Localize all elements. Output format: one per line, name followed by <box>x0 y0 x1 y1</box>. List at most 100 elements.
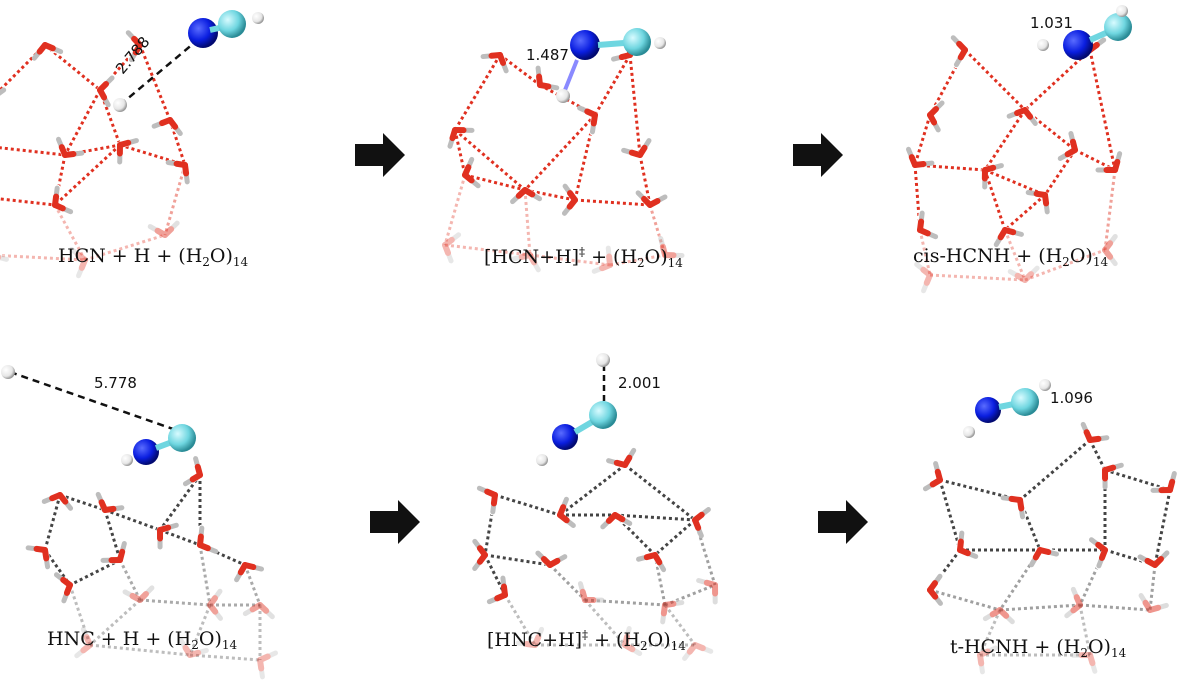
hydrogen-bond <box>693 519 717 586</box>
hydrogen-bond <box>139 598 211 607</box>
hydrogen-bond <box>159 528 201 547</box>
oxygen-half-bond <box>920 266 933 278</box>
oh-bond-halo <box>976 644 1000 659</box>
oxygen-half-bond <box>977 648 991 658</box>
hydrogen-bond <box>69 558 121 587</box>
oh-bond <box>1007 269 1028 283</box>
water-molecule <box>1136 550 1170 569</box>
oh-bond-halo <box>75 256 89 280</box>
oxygen-half-bond <box>75 251 88 263</box>
water-molecule <box>1063 586 1084 620</box>
oxygen-half-bond <box>659 243 668 258</box>
hydrogen-atom <box>654 37 666 49</box>
hydrogen-atom <box>1037 39 1049 51</box>
oxygen-half-bond <box>33 545 48 553</box>
oxygen-half-bond <box>257 602 270 614</box>
oh-bond <box>257 650 279 663</box>
oh-bond <box>137 585 155 603</box>
water-molecule <box>206 587 224 621</box>
oxygen-half-bond <box>462 172 475 184</box>
hydrogen-bond <box>503 594 537 646</box>
water-molecule <box>476 485 499 516</box>
water-molecule <box>620 138 652 159</box>
reaction-arrow-4 <box>818 500 868 544</box>
hydrogen-bond <box>1104 468 1171 492</box>
oxygen-half-bond <box>52 202 66 212</box>
nitrogen-atom <box>1063 30 1093 60</box>
water-molecule <box>73 626 94 660</box>
oh-bond <box>515 640 538 648</box>
oxygen-half-bond <box>1095 541 1108 553</box>
carbon-atom <box>168 424 196 452</box>
oh-bond <box>692 642 714 654</box>
oh-bond <box>921 272 933 294</box>
oxygen-half-bond <box>117 548 126 563</box>
water-molecule <box>657 235 685 259</box>
oh-bond <box>510 252 533 262</box>
hydrogen-bond <box>1148 564 1157 611</box>
panel-2-label: [HCN+H]‡ + (H2O)14 <box>484 245 683 270</box>
oh-bond-halo <box>206 587 224 609</box>
hydrogen-bond <box>68 584 92 646</box>
hydrogen-bond <box>663 604 697 646</box>
hydrogen-bond <box>654 518 696 557</box>
oxygen-half-bond <box>60 576 73 588</box>
hydrogen-bond <box>1019 438 1091 502</box>
oh-bond <box>658 236 668 258</box>
oxygen-half-bond <box>137 590 149 603</box>
hydrogen-bond <box>138 44 172 121</box>
water-molecule <box>181 456 204 488</box>
oxygen-half-bond <box>934 468 943 483</box>
oh-bond-halo <box>1101 232 1119 254</box>
oh-bond <box>80 626 93 648</box>
hydrogen-atom <box>1 365 15 379</box>
oh-bond <box>622 642 643 657</box>
water-molecule <box>976 644 1000 675</box>
hydrogen-bond <box>938 479 962 551</box>
oh-bond <box>1102 233 1118 253</box>
hydrogen-bond <box>484 553 551 567</box>
hydrogen-bond <box>1103 169 1117 251</box>
water-molecule <box>696 577 719 606</box>
oh-bond-halo <box>514 639 539 649</box>
hydrogen-atom <box>556 89 570 103</box>
reaction-arrow-1 <box>355 133 405 177</box>
oxygen-half-bond <box>660 602 668 617</box>
cn-bond <box>597 40 625 48</box>
oxygen-half-bond <box>102 505 117 513</box>
oh-bond-halo <box>177 637 194 659</box>
water-molecule <box>926 99 946 133</box>
panel-5-label: [HNC+H]‡ + (H2O)14 <box>487 628 686 653</box>
hydrogen-bond <box>104 508 161 532</box>
hydrogen-bond <box>918 229 932 276</box>
oxygen-half-bond <box>527 252 538 266</box>
water-molecule <box>151 116 184 138</box>
oxygen-half-bond <box>49 492 63 502</box>
water-molecule <box>94 490 125 514</box>
cn-bond <box>573 419 594 435</box>
water-molecule <box>54 135 85 159</box>
oxygen-half-bond <box>1014 272 1028 283</box>
hydrogen-bond <box>963 48 1027 112</box>
hydrogen-bond <box>913 114 932 166</box>
hydrogen-atom <box>1039 379 1051 391</box>
hydrogen-bond <box>103 509 122 561</box>
water-molecule <box>921 461 944 493</box>
oh-bond <box>257 602 275 620</box>
oh-bond-halo <box>256 649 280 664</box>
hydrogen-bond <box>929 273 1026 282</box>
oxygen-half-bond <box>80 642 93 654</box>
oxygen-half-bond <box>1102 240 1114 253</box>
carbon-atom <box>623 28 651 56</box>
oxygen-half-bond <box>1014 107 1028 117</box>
oh-bond-halo <box>590 261 614 275</box>
water-molecule <box>234 561 266 583</box>
oh-bond <box>122 589 143 603</box>
panel-6-distance: 1.096 <box>1050 389 1093 407</box>
panel-3-label: cis-HCNH + (H2O)14 <box>913 245 1109 269</box>
oxygen-half-bond <box>927 587 939 600</box>
oxygen-half-bond <box>154 227 168 238</box>
oxygen-half-bond <box>537 82 552 90</box>
oxygen-half-bond <box>643 552 658 561</box>
oh-bond <box>187 647 209 658</box>
